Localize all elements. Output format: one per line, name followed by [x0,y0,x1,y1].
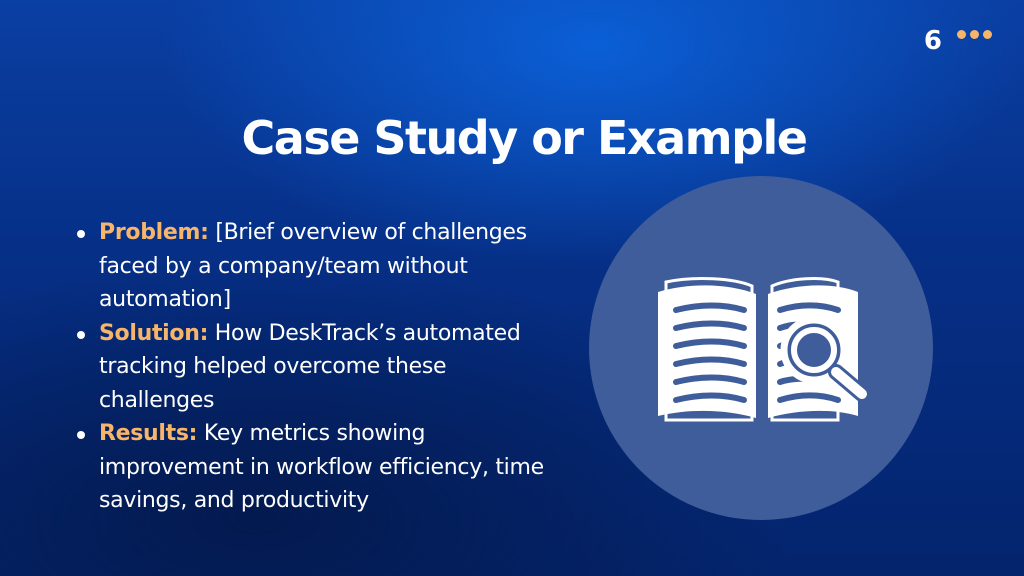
bullet-results: Results: Key metrics showing improvement… [76,417,566,518]
bullet-solution: Solution: How DeskTrack’s automated trac… [76,317,566,418]
slide-title: Case Study or Example [241,111,808,165]
dot [957,30,966,39]
dot [970,30,979,39]
more-dots-icon [957,30,992,39]
bullet-dot [77,330,85,339]
dot [983,30,992,39]
bullet-problem: Problem: [Brief overview of challenges f… [76,216,566,317]
bullet-text: How DeskTrack’s automated tracking helpe… [99,320,521,413]
bullet-label: Solution: [99,320,209,346]
bullet-text: [Brief overview of challenges faced by a… [99,220,527,312]
bullet-dot [77,431,85,439]
bullet-label: Problem: [99,220,209,245]
page-number: 6 [923,26,942,56]
bullet-dot [77,230,85,238]
book-magnifier-icon [658,277,870,422]
bullet-label: Results: [99,421,198,446]
bullet-text: Key metrics showing improvement in workf… [99,421,544,513]
bullet-list: Problem: [Brief overview of challenges f… [76,216,566,518]
